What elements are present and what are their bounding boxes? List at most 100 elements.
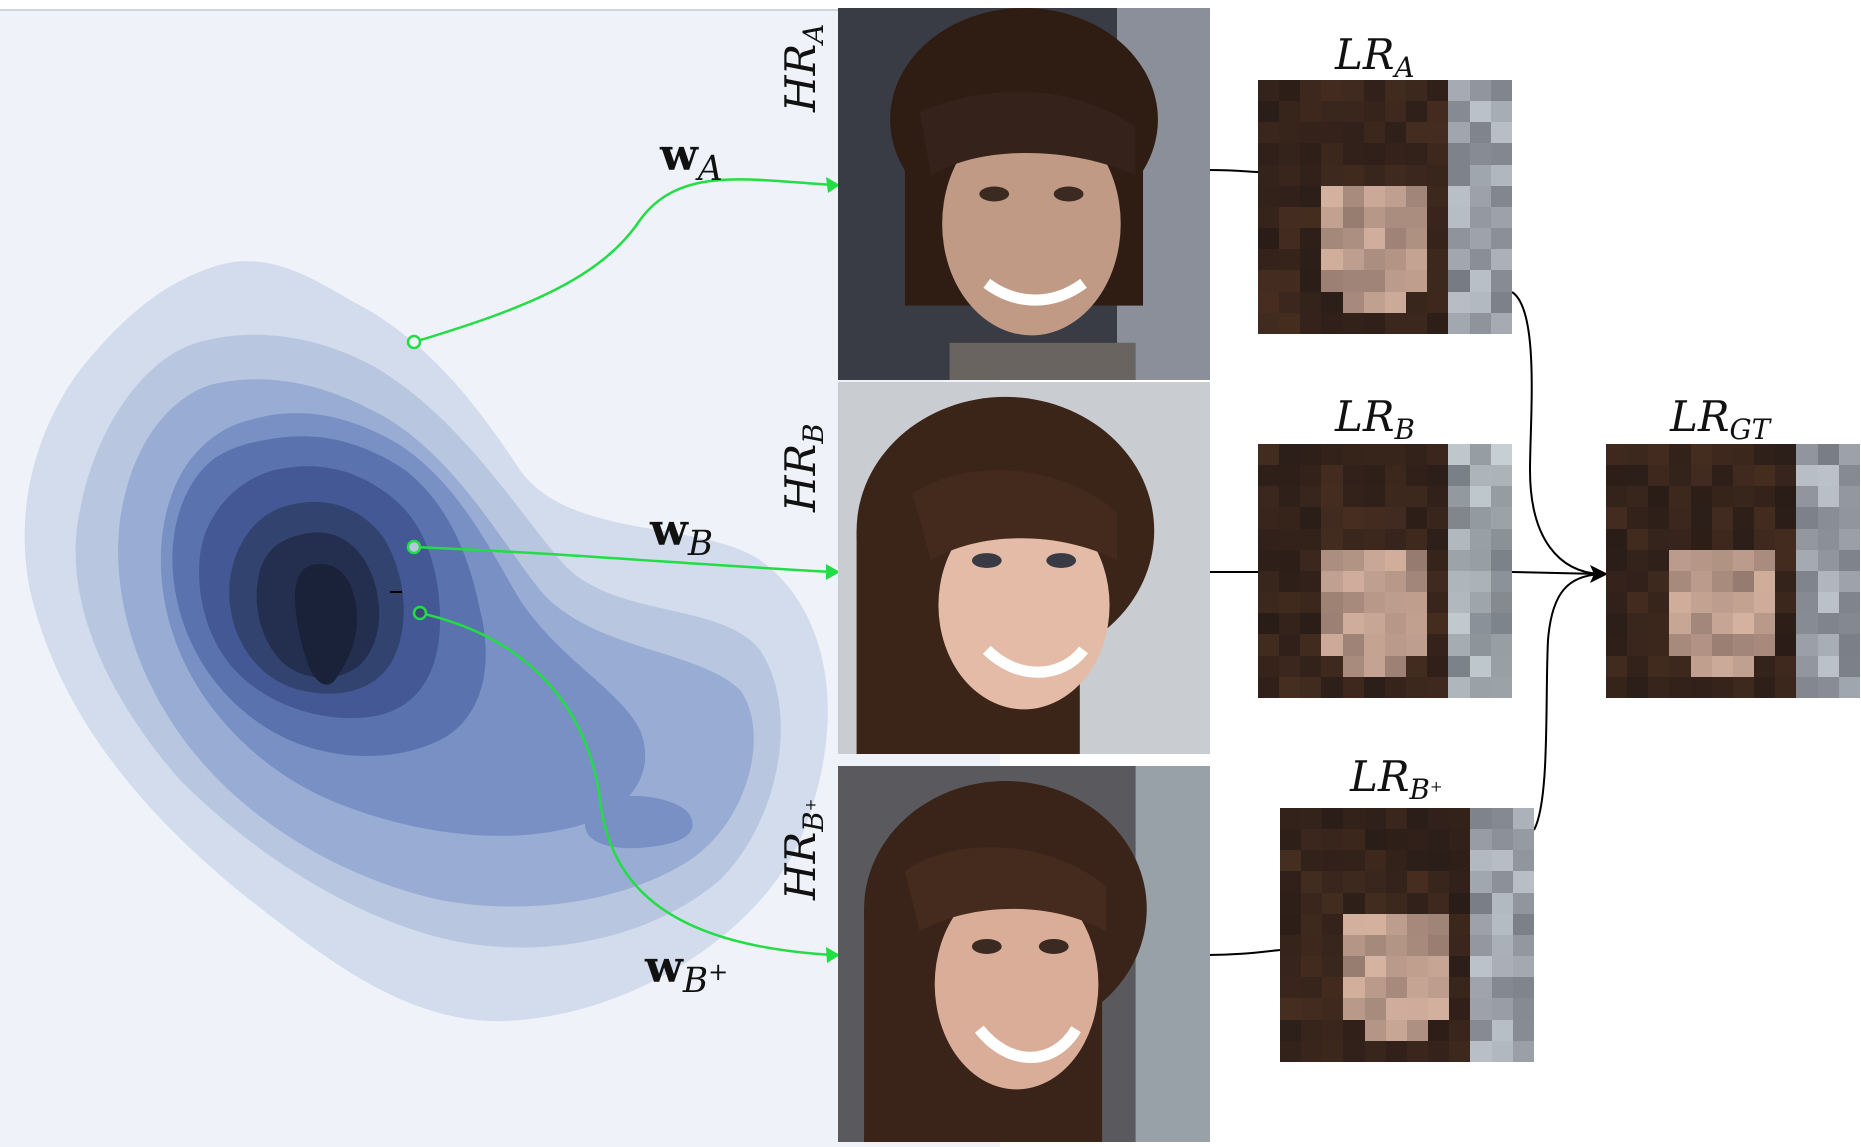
mosaic-pixel bbox=[1342, 676, 1364, 698]
mosaic-pixel bbox=[1669, 613, 1691, 635]
mosaic-pixel bbox=[1406, 808, 1429, 830]
mosaic-pixel bbox=[1796, 655, 1818, 677]
mosaic-pixel bbox=[1817, 613, 1839, 635]
mosaic-pixel bbox=[1406, 143, 1428, 165]
mosaic-pixel bbox=[1490, 101, 1512, 123]
mosaic-pixel bbox=[1321, 143, 1343, 165]
mosaic-pixel bbox=[1279, 185, 1301, 207]
mosaic-pixel bbox=[1258, 486, 1280, 508]
mosaic-pixel bbox=[1321, 486, 1343, 508]
mosaic-pixel bbox=[1448, 164, 1470, 186]
mosaic-pixel bbox=[1385, 998, 1407, 1020]
mosaic-pixel bbox=[1732, 528, 1755, 550]
mosaic-pixel bbox=[1817, 465, 1839, 487]
mosaic-pixel bbox=[1279, 634, 1301, 656]
mosaic-pixel bbox=[1817, 507, 1839, 529]
mosaic-pixel bbox=[1469, 101, 1491, 123]
mosaic-pixel bbox=[1448, 291, 1470, 313]
mapping-arrow-bplus bbox=[419, 611, 834, 957]
mosaic-pixel bbox=[1427, 655, 1449, 677]
mosaic-pixel bbox=[1406, 528, 1428, 550]
label-latent-b: wB bbox=[650, 505, 714, 565]
mosaic-pixel bbox=[1364, 977, 1386, 999]
mosaic-pixel bbox=[1384, 444, 1407, 466]
mosaic-pixel bbox=[1428, 892, 1450, 914]
mosaic-pixel bbox=[1512, 956, 1534, 978]
mosaic-pixel bbox=[1669, 676, 1691, 698]
mosaic-pixel bbox=[1754, 507, 1776, 529]
mosaic-pixel bbox=[1490, 312, 1512, 334]
mosaic-pixel bbox=[1363, 228, 1385, 250]
mosaic-pixel bbox=[1321, 206, 1343, 229]
mosaic-pixel bbox=[1406, 101, 1428, 123]
mosaic-pixel bbox=[1711, 676, 1733, 698]
mosaic-pixel bbox=[1512, 913, 1534, 935]
mosaic-pixel bbox=[1342, 101, 1364, 123]
mosaic-pixel bbox=[1490, 507, 1512, 529]
mosaic-pixel bbox=[1280, 808, 1302, 830]
mosaic-pixel bbox=[1470, 1019, 1492, 1041]
mosaic-pixel bbox=[1279, 312, 1301, 334]
mosaic-pixel bbox=[1321, 249, 1343, 271]
mosaic-pixel bbox=[1427, 486, 1449, 508]
mosaic-pixel bbox=[1364, 1040, 1386, 1062]
mosaic-pixel bbox=[1469, 270, 1491, 292]
mosaic-pixel bbox=[1490, 528, 1512, 550]
mosaic-pixel bbox=[1449, 829, 1471, 851]
mosaic-pixel bbox=[1363, 291, 1385, 313]
mosaic-pixel bbox=[1301, 871, 1323, 893]
mosaic-pixel bbox=[1469, 80, 1491, 102]
mosaic-pixel bbox=[1342, 549, 1364, 571]
mosaic-pixel bbox=[1384, 528, 1407, 550]
mosaic-pixel bbox=[1648, 676, 1670, 698]
mosaic-pixel bbox=[1817, 570, 1839, 593]
mosaic-pixel bbox=[1512, 871, 1534, 893]
mosaic-pixel bbox=[1669, 486, 1691, 508]
mosaic-pixel bbox=[1279, 655, 1301, 677]
mosaic-pixel bbox=[1279, 122, 1301, 144]
mosaic-pixel bbox=[1690, 570, 1712, 593]
mosaic-pixel bbox=[1469, 465, 1491, 487]
mosaic-pixel bbox=[1363, 101, 1385, 123]
label-lr-bplus: LRB+ bbox=[1350, 752, 1443, 806]
mosaic-pixel bbox=[1384, 270, 1407, 292]
mosaic-pixel bbox=[1775, 570, 1797, 593]
mosaic-pixel bbox=[1470, 934, 1492, 957]
mosaic-pixel bbox=[1817, 549, 1839, 571]
mosaic-pixel bbox=[1342, 291, 1364, 313]
mosaic-pixel bbox=[1384, 592, 1407, 614]
mosaic-pixel bbox=[1280, 850, 1302, 872]
mosaic-pixel bbox=[1817, 592, 1839, 614]
label-lr-gt: LRGT bbox=[1670, 392, 1771, 446]
arrowhead-icon bbox=[826, 947, 840, 963]
mosaic-pixel bbox=[1321, 613, 1343, 635]
mosaic-pixel bbox=[1427, 122, 1449, 144]
mosaic-pixel bbox=[1669, 465, 1691, 487]
mosaic-pixel bbox=[1775, 549, 1797, 571]
mosaic-pixel bbox=[1606, 465, 1628, 487]
mosaic-pixel bbox=[1796, 486, 1818, 508]
mosaic-pixel bbox=[1300, 486, 1322, 508]
mosaic-pixel bbox=[1406, 486, 1428, 508]
mosaic-pixel bbox=[1449, 1019, 1471, 1041]
mosaic-pixel bbox=[1490, 270, 1512, 292]
mosaic-pixel bbox=[1627, 592, 1649, 614]
mosaic-pixel bbox=[1448, 613, 1470, 635]
mosaic-pixel bbox=[1342, 613, 1364, 635]
mosaic-pixel bbox=[1363, 312, 1385, 334]
mosaic-pixel bbox=[1384, 206, 1407, 229]
mosaic-pixel bbox=[1427, 444, 1449, 466]
mosaic-pixel bbox=[1469, 228, 1491, 250]
mosaic-pixel bbox=[1606, 592, 1628, 614]
mosaic-pixel bbox=[1428, 934, 1450, 957]
mosaic-pixel bbox=[1279, 228, 1301, 250]
mosaic-pixel bbox=[1669, 634, 1691, 656]
mosaic-pixel bbox=[1469, 486, 1491, 508]
mosaic-pixel bbox=[1690, 634, 1712, 656]
mosaic-pixel bbox=[1448, 444, 1470, 466]
mosaic-pixel bbox=[1384, 291, 1407, 313]
mosaic-pixel bbox=[1428, 913, 1450, 935]
mosaic-pixel bbox=[1606, 528, 1628, 550]
mosaic-pixel bbox=[1491, 998, 1513, 1020]
mosaic-pixel bbox=[1427, 101, 1449, 123]
